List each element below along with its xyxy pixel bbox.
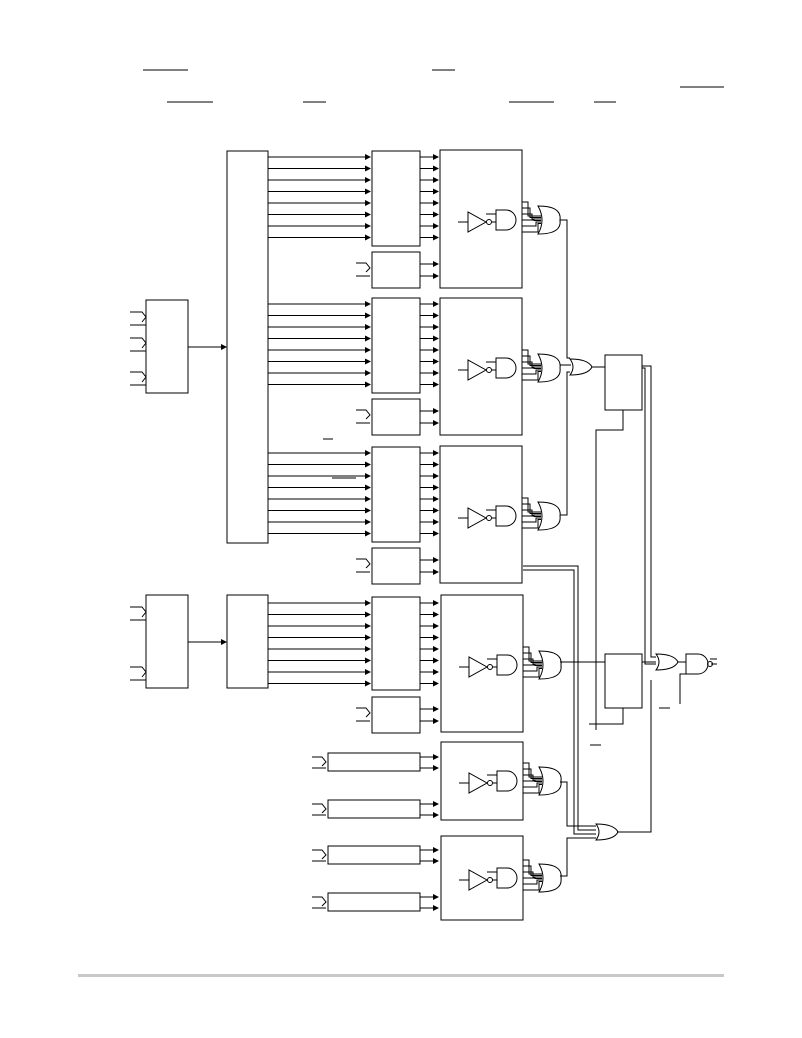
compare-unit-1 bbox=[439, 149, 523, 289]
control-io-3 bbox=[356, 557, 439, 575]
latch-block-1 bbox=[371, 150, 421, 247]
shift-register-4 bbox=[327, 892, 421, 912]
register-1 bbox=[604, 354, 643, 411]
inverter-bubble bbox=[487, 877, 493, 883]
inverter-gate bbox=[467, 359, 488, 381]
bus-group-3 bbox=[268, 450, 439, 537]
input-buffer-block-2 bbox=[145, 594, 189, 689]
shift-register-2 bbox=[327, 799, 421, 819]
input-buffer-block-1 bbox=[145, 299, 189, 394]
inverter-bubble bbox=[486, 367, 492, 373]
shift-io-1 bbox=[312, 754, 439, 771]
bus-group-1 bbox=[268, 154, 439, 241]
compare-unit-4 bbox=[440, 594, 524, 733]
inverter-gate bbox=[468, 869, 489, 891]
inverter-gate bbox=[468, 656, 489, 678]
combiner-or-gate-3 bbox=[595, 823, 619, 841]
control-box-3 bbox=[371, 547, 421, 585]
compare-unit-2 bbox=[439, 297, 523, 436]
and-gate bbox=[496, 770, 518, 792]
shift-register-3 bbox=[327, 845, 421, 865]
or-gate bbox=[537, 353, 561, 383]
compare-unit-3 bbox=[439, 445, 523, 584]
register-2 bbox=[604, 653, 643, 709]
input-stub bbox=[130, 666, 147, 678]
and-gate bbox=[496, 654, 518, 676]
compare-logic-5 bbox=[459, 762, 562, 796]
inverter-bubble bbox=[486, 515, 492, 521]
and-gate bbox=[495, 209, 517, 231]
bus-group-2 bbox=[268, 301, 439, 388]
or-gate bbox=[538, 650, 562, 680]
latch-block-4 bbox=[371, 596, 421, 691]
shift-register-1 bbox=[327, 752, 421, 772]
control-io-2 bbox=[356, 408, 439, 426]
bus-group-4 bbox=[268, 600, 439, 687]
control-io-1 bbox=[356, 261, 439, 279]
control-box-1 bbox=[371, 251, 421, 289]
or-gate bbox=[538, 766, 562, 796]
or-gate bbox=[537, 205, 561, 235]
logic-gates bbox=[458, 201, 713, 893]
compare-logic-6 bbox=[459, 859, 562, 893]
combiner-or-gate-1 bbox=[569, 358, 593, 376]
interconnect-wiring bbox=[323, 219, 717, 877]
compare-unit-5 bbox=[440, 741, 524, 821]
and-gate bbox=[495, 505, 517, 527]
header-overbars bbox=[143, 69, 724, 103]
or-gate bbox=[537, 501, 561, 531]
output-and-gate bbox=[685, 653, 709, 675]
or-gate bbox=[538, 863, 562, 893]
decoder-block-1 bbox=[226, 150, 269, 544]
control-io-4 bbox=[356, 706, 439, 724]
signal-buses bbox=[268, 154, 439, 911]
compare-unit-6 bbox=[440, 835, 524, 921]
inverter-gate bbox=[468, 772, 489, 794]
input-stubs bbox=[130, 311, 147, 681]
combiner-or-gate-2 bbox=[655, 653, 679, 671]
shift-io-3 bbox=[312, 847, 439, 864]
input-stub bbox=[130, 606, 147, 618]
inverter-bubble bbox=[487, 664, 493, 670]
and-gate bbox=[496, 867, 518, 889]
compare-logic-1 bbox=[458, 201, 561, 235]
shift-io-4 bbox=[312, 894, 439, 911]
input-stub bbox=[130, 371, 147, 383]
input-stub bbox=[130, 311, 147, 323]
inverter-gate bbox=[467, 211, 488, 233]
control-box-2 bbox=[371, 398, 421, 436]
inverter-bubble bbox=[487, 780, 493, 786]
inverter-gate bbox=[467, 507, 488, 529]
decoder-block-2 bbox=[226, 594, 269, 689]
compare-logic-4 bbox=[459, 646, 562, 680]
and-gate bbox=[495, 357, 517, 379]
inverter-bubble bbox=[486, 219, 492, 225]
compare-logic-3 bbox=[458, 497, 561, 531]
latch-block-3 bbox=[371, 446, 421, 543]
input-stub bbox=[130, 337, 147, 349]
compare-logic-2 bbox=[458, 349, 561, 383]
latch-block-2 bbox=[371, 297, 421, 394]
footer-rule bbox=[78, 974, 724, 977]
control-box-4 bbox=[371, 696, 421, 734]
shift-io-2 bbox=[312, 801, 439, 818]
